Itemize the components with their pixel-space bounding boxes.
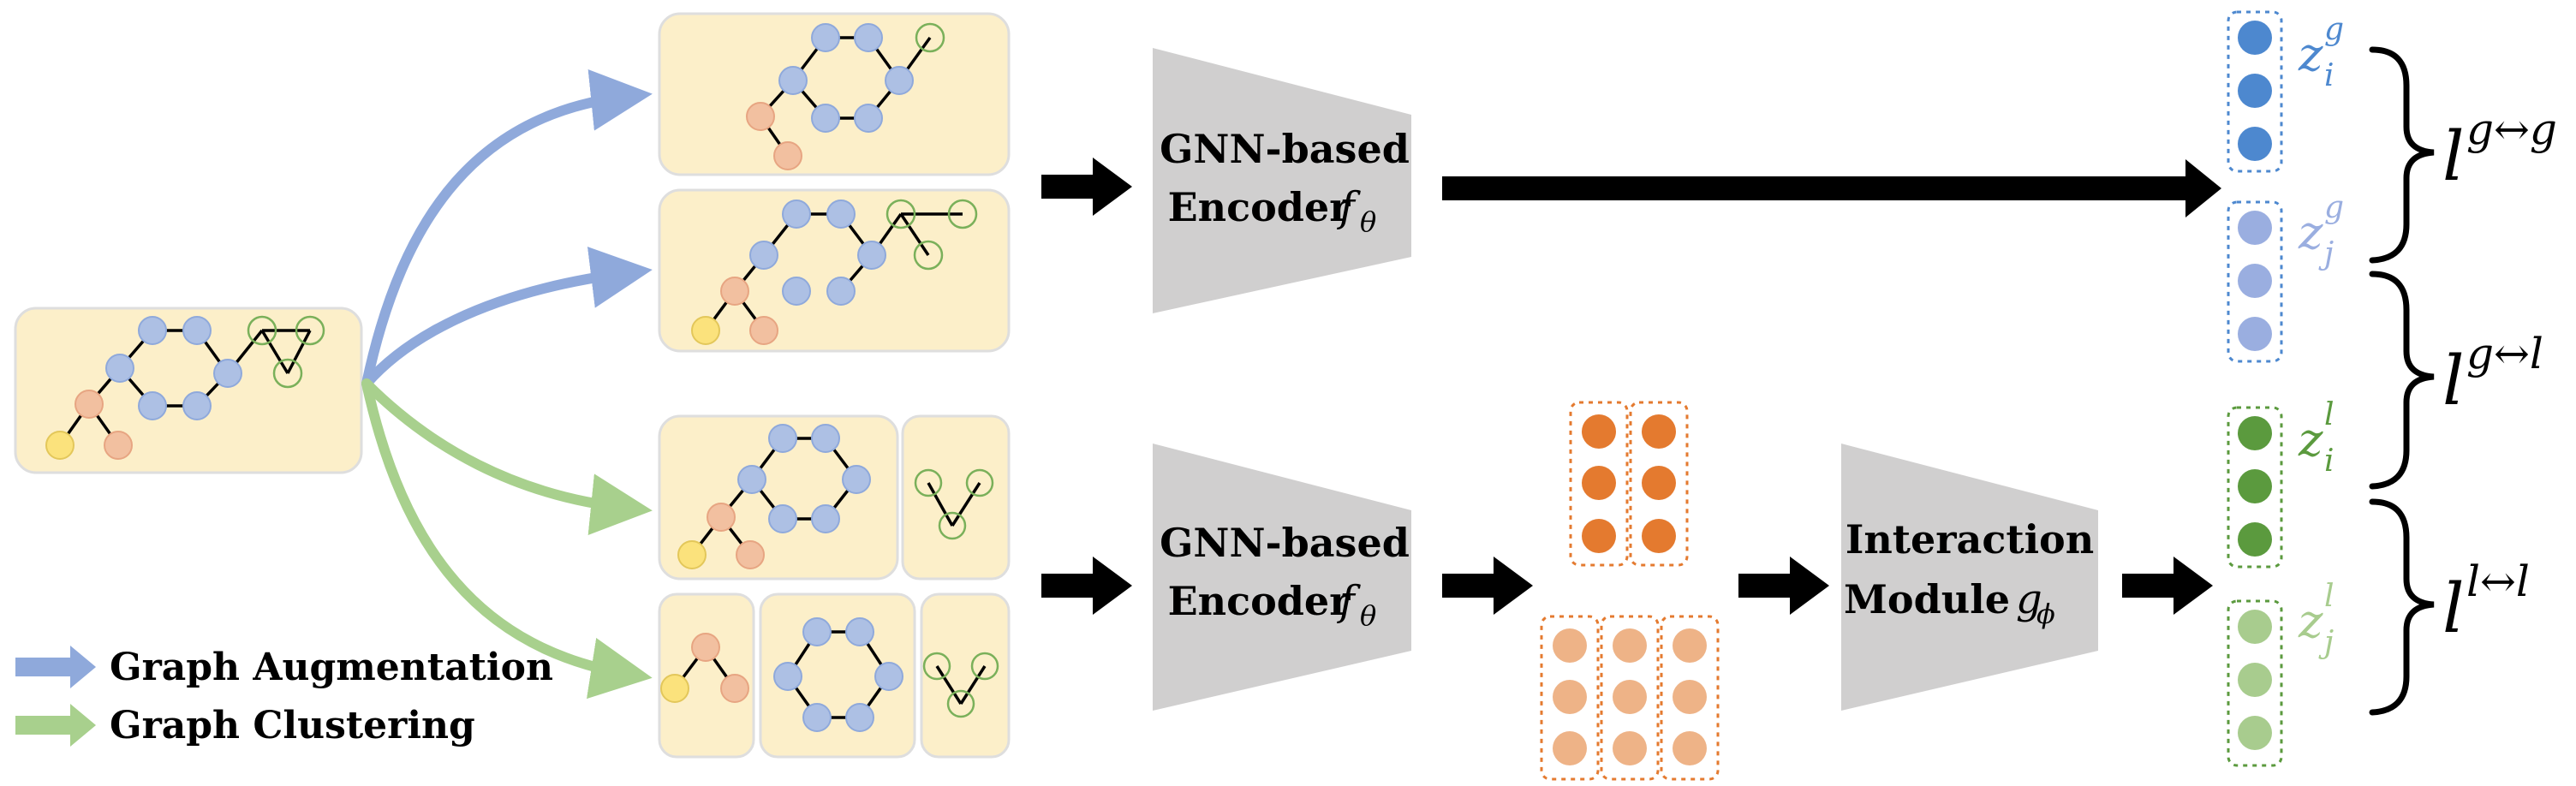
clustered-view-1 [658,414,899,581]
zil-sup: l [2324,397,2334,432]
zil-base: z [2298,413,2323,467]
clustering-arrows [361,378,653,700]
augmented-view-1 [658,12,1011,176]
loss-gg: l g↔g [2442,104,2557,196]
embedding-zig: z g i [2227,10,2344,173]
clustered-view-1-ring [901,414,1011,581]
loss-gl: l g↔l [2442,329,2543,420]
interaction-line2: Module [1844,576,2010,622]
augmented-view-2 [658,188,1011,353]
encoder-top-line1: GNN-based [1160,126,1410,172]
zjg-sup: g [2324,190,2344,225]
encoder-bottom-line2: Encoder [1168,578,1351,624]
gnn-encoder-bottom: GNN-based Encoder f θ [1153,444,1411,711]
loss-gg-base: l [2442,116,2465,196]
embedding-zjg: z g j [2227,190,2344,363]
interaction-param: g [2016,575,2042,623]
clustered-view-2-triangle [920,592,1011,759]
zjl-sup: l [2324,579,2334,614]
zjl-base: z [2298,594,2323,648]
zig-sub: i [2324,58,2334,93]
clustered-view-2-chain [658,592,755,759]
legend-clustering-label: Graph Clustering [110,704,475,747]
encoder-bottom-param-sub: θ [1360,599,1376,632]
loss-gl-sup: g↔l [2466,329,2543,378]
loss-gg-sup: g↔g [2466,104,2557,154]
braces [2369,46,2435,716]
zig-base: z [2298,27,2323,81]
zjg-base: z [2298,205,2323,259]
legend-augmentation-swatch [15,646,96,688]
source-graph-panel [14,307,363,474]
loss-gl-base: l [2442,341,2465,420]
zig-sup: g [2324,12,2344,47]
flow-arrows [1041,158,2221,615]
node-embeddings-view2 [1540,615,1720,781]
encoder-top-line2: Encoder [1168,184,1351,230]
interaction-param-sub: ϕ [2036,598,2055,630]
gnn-encoder-top: GNN-based Encoder f θ [1153,48,1411,313]
loss-ll-base: l [2442,569,2465,648]
loss-ll: l l↔l [2442,557,2530,648]
embedding-zjl: z l j [2227,579,2334,767]
clustered-view-2-ring [759,592,916,759]
embedding-zil: z l i [2227,397,2334,569]
legend: Graph Augmentation Graph Clustering [15,646,553,747]
node-embeddings-view1 [1569,401,1689,567]
interaction-line1: Interaction [1846,516,2094,563]
legend-augmentation-label: Graph Augmentation [110,646,553,689]
zil-sub: i [2324,444,2334,479]
interaction-module: Interaction Module g ϕ [1841,444,2098,711]
encoder-bottom-line1: GNN-based [1160,520,1410,566]
encoder-top-param-sub: θ [1360,205,1376,238]
augmentation-arrows [361,69,653,389]
loss-ll-sup: l↔l [2466,557,2530,606]
legend-clustering-swatch [15,704,96,747]
